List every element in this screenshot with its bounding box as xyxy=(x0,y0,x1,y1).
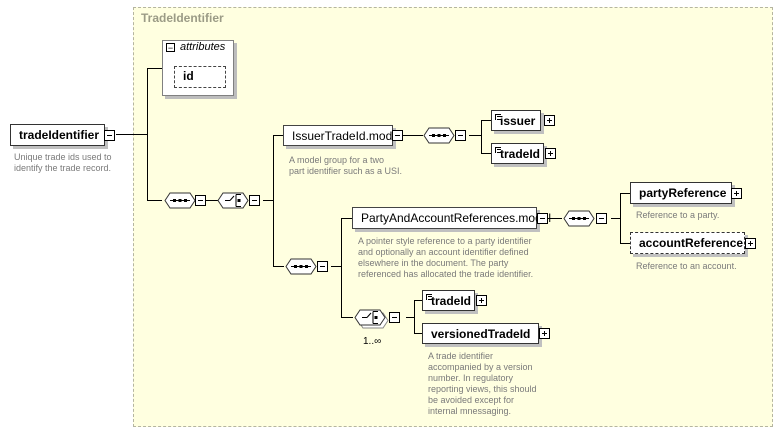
element-trade-id[interactable]: tradeId xyxy=(491,143,544,164)
element-description: Reference to a party. xyxy=(636,210,720,220)
group-label: PartyAndAccountReferences.model xyxy=(361,211,552,225)
element-label: accountReference xyxy=(639,236,744,250)
element-description: Unique trade ids used to identify the tr… xyxy=(14,152,112,173)
sequence-compositor-icon[interactable] xyxy=(563,210,607,227)
type-title: TradeIdentifier xyxy=(141,11,224,25)
element-label: tradeId xyxy=(431,293,472,308)
expand-icon[interactable] xyxy=(731,188,742,199)
expand-icon[interactable] xyxy=(545,148,556,159)
element-lines-icon xyxy=(426,294,432,300)
expand-icon[interactable] xyxy=(539,328,550,339)
sequence-compositor-icon[interactable] xyxy=(423,127,466,144)
group-description: A model group for a two part identifier … xyxy=(289,155,403,176)
expand-icon[interactable] xyxy=(745,238,756,249)
element-label: tradeId xyxy=(500,146,541,161)
sequence-compositor-icon[interactable] xyxy=(164,192,206,209)
element-label: versionedTradeId xyxy=(431,326,531,341)
expand-icon[interactable] xyxy=(544,115,555,126)
collapse-icon[interactable]: − xyxy=(166,43,175,53)
group-description: A pointer style reference to a party ide… xyxy=(358,236,534,279)
collapse-icon[interactable] xyxy=(537,213,548,224)
choice-compositor-icon[interactable] xyxy=(354,309,400,329)
attribute-id[interactable]: id xyxy=(174,66,226,88)
collapse-icon[interactable] xyxy=(392,130,403,141)
sequence-compositor-icon[interactable] xyxy=(285,258,328,275)
element-lines-icon xyxy=(495,147,501,153)
element-versioned-trade-id[interactable]: versionedTradeId xyxy=(422,323,539,344)
element-lines-icon xyxy=(495,114,501,120)
group-issuer-trade-id-model[interactable]: IssuerTradeId.model xyxy=(283,125,402,146)
group-label: IssuerTradeId.model xyxy=(292,128,402,143)
group-party-and-account-references-model[interactable]: PartyAndAccountReferences.model xyxy=(352,207,551,229)
element-description: Reference to an account. xyxy=(636,261,737,271)
attributes-title: attributes xyxy=(180,41,226,53)
element-description: A trade identifier accompanied by a vers… xyxy=(428,351,537,416)
element-account-reference[interactable]: accountReference xyxy=(630,232,745,254)
choice-compositor-icon[interactable] xyxy=(217,192,260,209)
element-issuer[interactable]: issuer xyxy=(491,110,541,131)
element-label: tradeIdentifier xyxy=(19,128,100,142)
occurrence-label: 1..∞ xyxy=(363,336,382,347)
element-label: partyReference xyxy=(639,186,727,200)
element-party-reference[interactable]: partyReference xyxy=(630,182,732,204)
collapse-icon[interactable] xyxy=(104,130,115,141)
element-label: issuer xyxy=(500,113,536,128)
element-trade-id[interactable]: tradeId xyxy=(422,290,475,311)
expand-icon[interactable] xyxy=(476,295,487,306)
element-trade-identifier[interactable]: tradeIdentifier xyxy=(10,124,105,146)
